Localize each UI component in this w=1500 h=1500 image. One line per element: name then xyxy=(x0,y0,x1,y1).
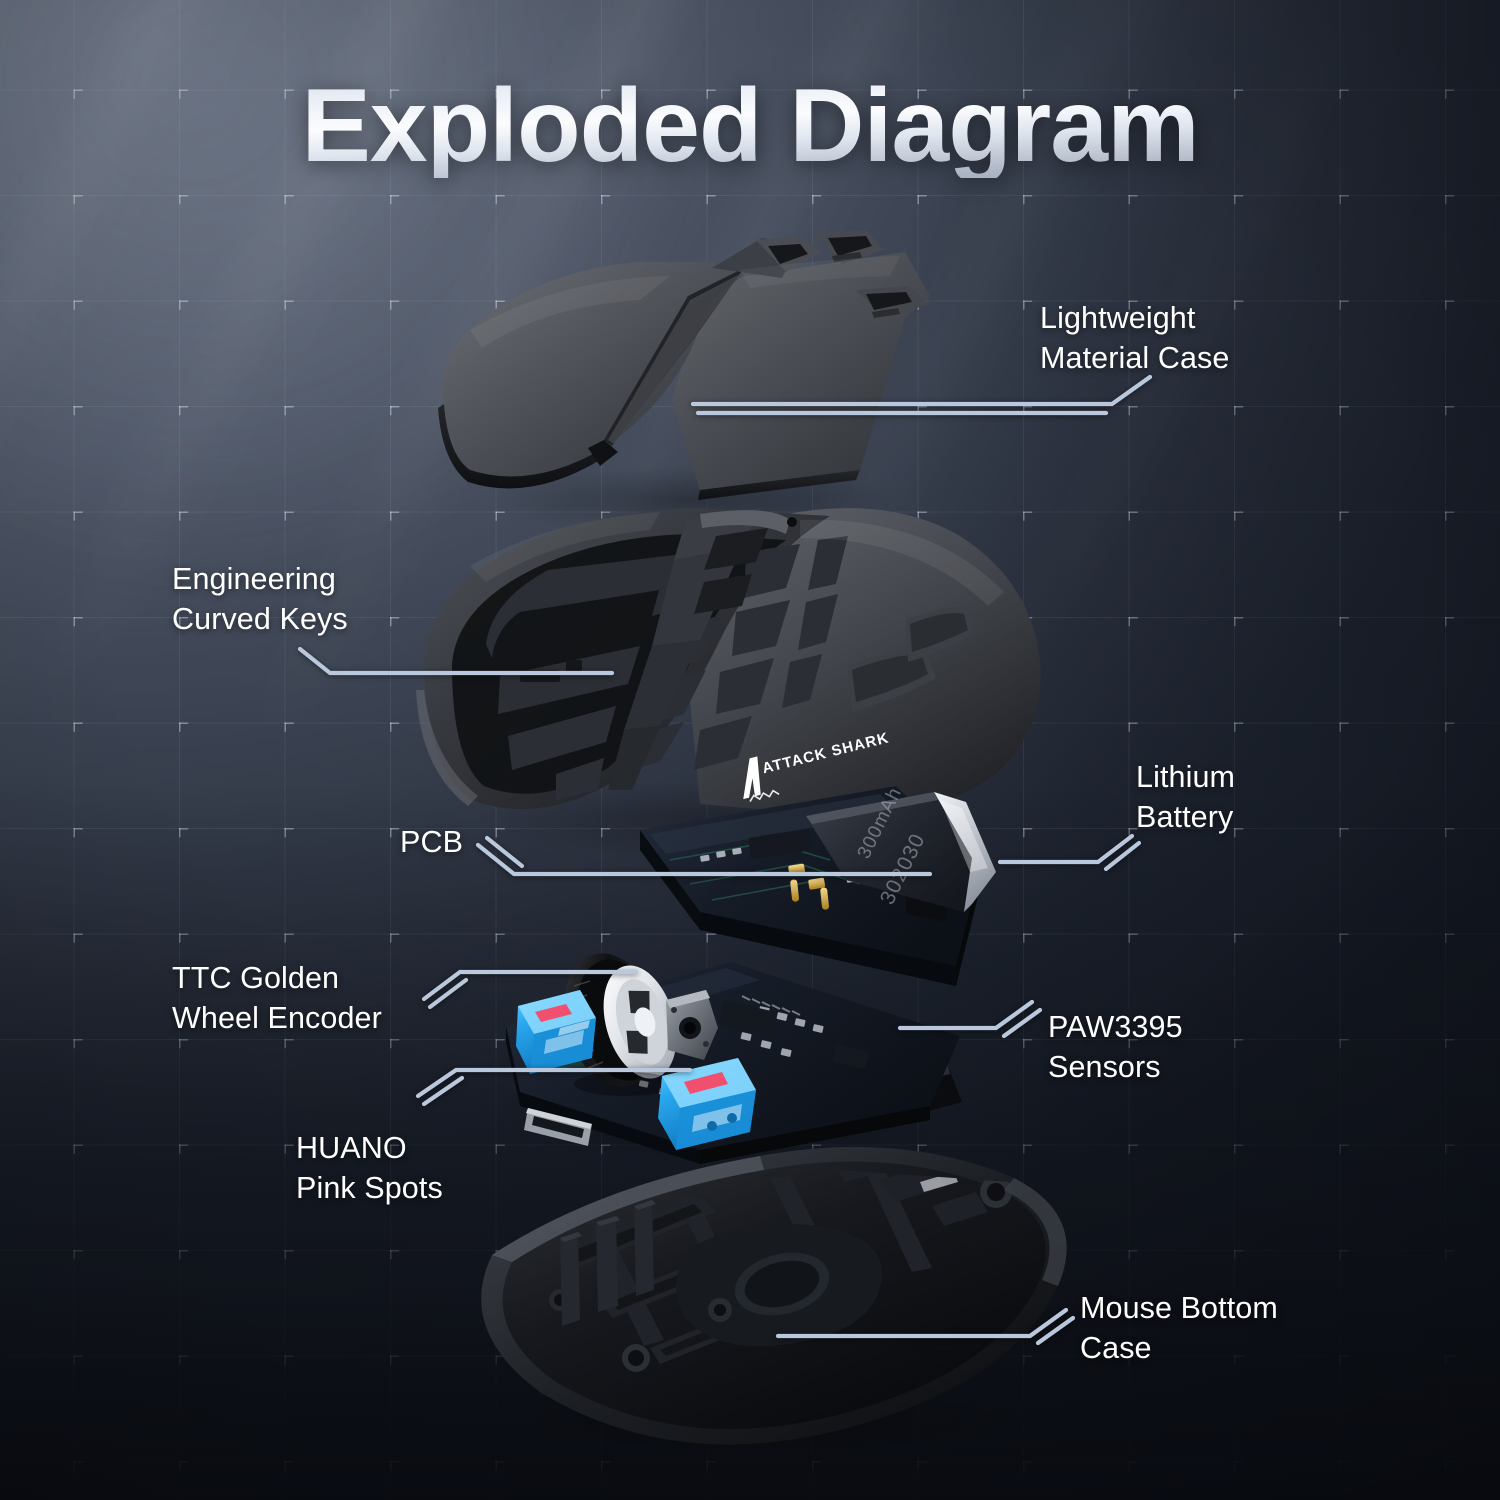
leader-ttc-wheel xyxy=(421,969,639,1010)
label-engineering-curved-keys: Engineering Curved Keys xyxy=(172,562,348,637)
leader-pcb xyxy=(475,835,933,877)
body-side-buttons[interactable] xyxy=(848,607,974,712)
part-pcb-assembly: 300mAh 302030 xyxy=(640,784,996,1120)
label-ttc-golden-wheel-encoder: TTC Golden Wheel Encoder xyxy=(172,961,382,1036)
label-pcb: PCB xyxy=(400,825,464,859)
pcb-gold-pins xyxy=(790,879,829,910)
leader-lithium-battery xyxy=(997,833,1142,872)
leader-mouse-bottom-case xyxy=(775,1307,1076,1346)
part-huano-switches xyxy=(516,990,756,1150)
page-title: Exploded Diagram xyxy=(0,74,1500,178)
leader-engineering-curved-keys xyxy=(297,646,615,676)
label-paw3395-sensors: PAW3395 Sensors xyxy=(1048,1010,1183,1085)
part-lower-pcb-assembly xyxy=(490,953,960,1164)
leader-lightweight-material-case xyxy=(690,374,1153,416)
part-bottom-case xyxy=(481,1146,1067,1456)
label-mouse-bottom-case: Mouse Bottom Case xyxy=(1080,1291,1278,1366)
leader-huano xyxy=(415,1067,693,1107)
label-lightweight-material-case: Lightweight Material Case xyxy=(1040,301,1230,376)
part-lithium-battery: 300mAh 302030 xyxy=(806,784,996,912)
part-top-case xyxy=(438,230,930,534)
label-huano-pink-spots: HUANO Pink Spots xyxy=(296,1131,443,1206)
leader-paw3395 xyxy=(897,999,1043,1039)
label-lithium-battery: Lithium Battery xyxy=(1136,760,1236,835)
usb-c-port xyxy=(524,1108,592,1146)
top-case-mount-tabs xyxy=(712,230,930,318)
